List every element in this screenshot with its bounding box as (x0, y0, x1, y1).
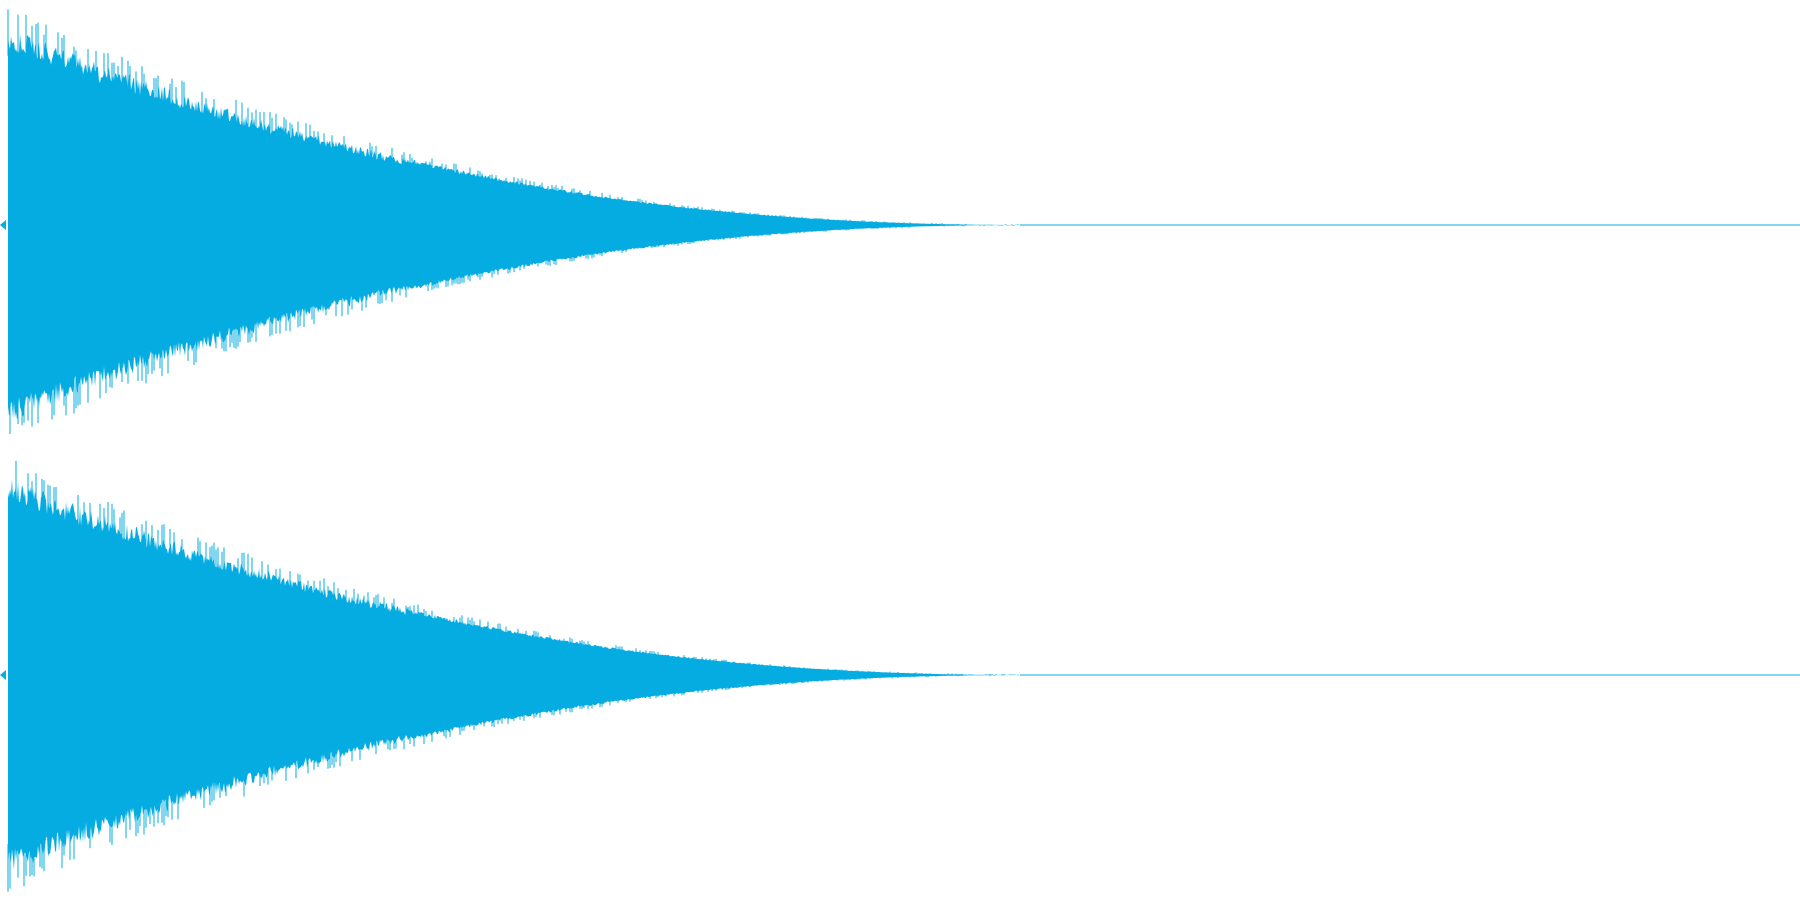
waveform-channel-2 (0, 460, 1800, 892)
waveform-body (8, 33, 1020, 420)
waveform-start-marker (0, 670, 6, 680)
waveform-start-marker (0, 220, 6, 230)
waveform-channel-1 (0, 9, 1800, 434)
waveform-body (8, 478, 1020, 870)
waveform-peaks (7, 460, 1019, 892)
waveform-peaks (7, 9, 1021, 434)
